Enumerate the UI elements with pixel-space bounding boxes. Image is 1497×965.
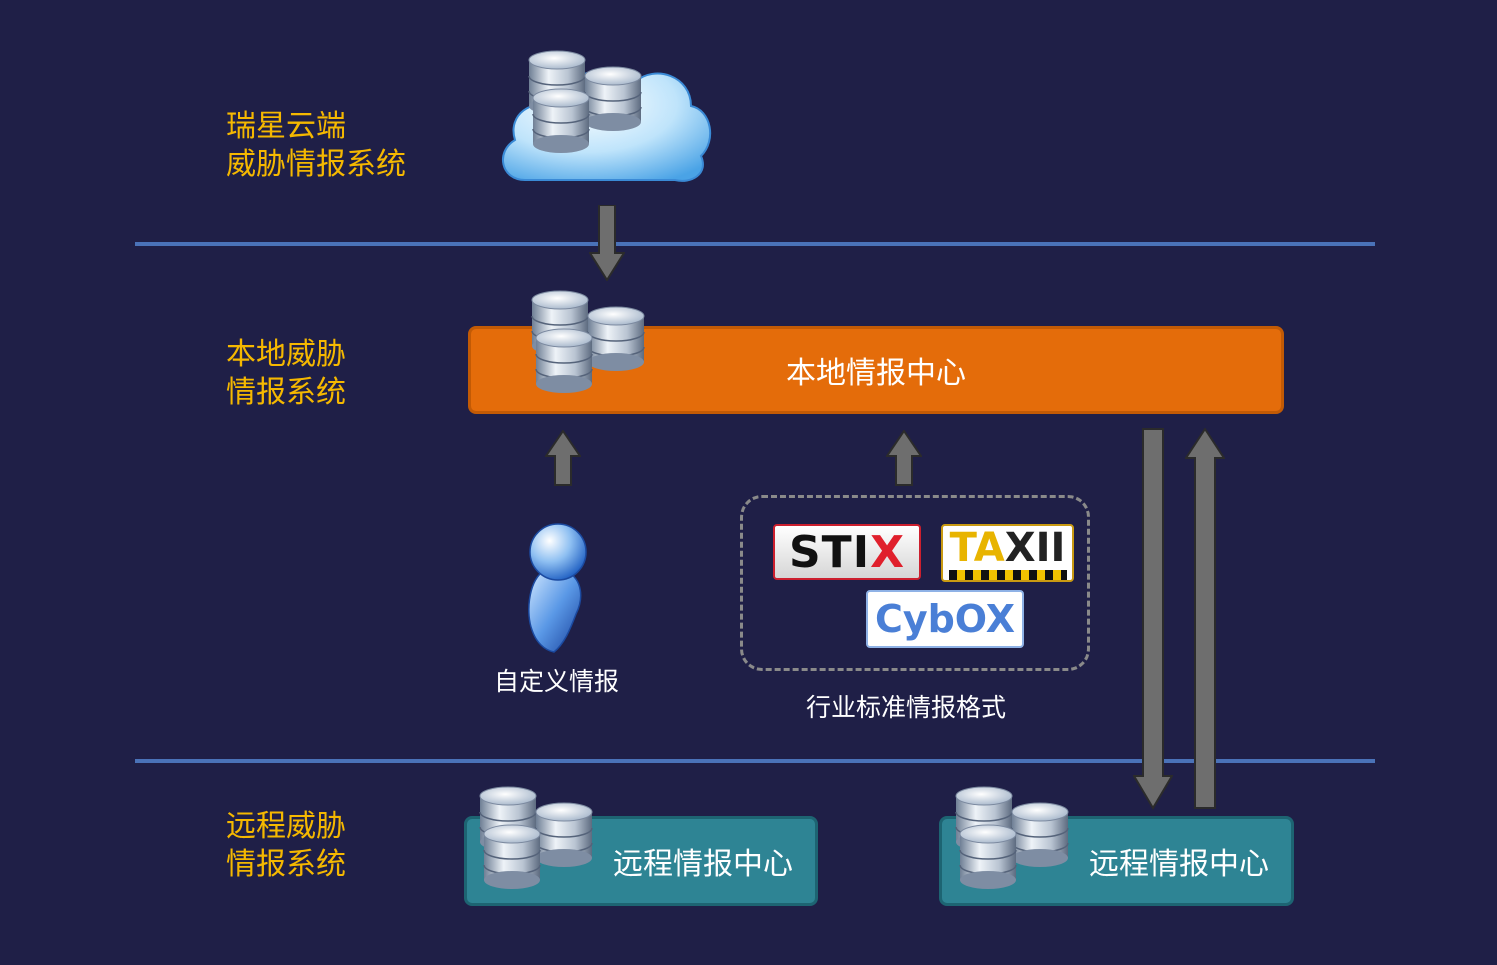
standards-label: 行业标准情报格式 bbox=[806, 693, 1007, 722]
section-label-remote-line1: 远程威胁 bbox=[226, 809, 346, 844]
section-label-remote: 远程威胁 情报系统 bbox=[226, 808, 346, 884]
remote-intel-hub: 远程情报中心 bbox=[464, 816, 818, 906]
section-label-cloud: 瑞星云端 威胁情报系统 bbox=[226, 108, 406, 184]
remote-intel-hub-label: 远程情报中心 bbox=[1089, 847, 1269, 882]
cybox-logo: CybOX bbox=[866, 590, 1024, 648]
database-icon bbox=[954, 786, 1084, 901]
divider-top bbox=[135, 242, 1375, 246]
up-arrow-icon bbox=[1185, 428, 1225, 809]
section-label-local-line1: 本地威胁 bbox=[226, 337, 346, 372]
database-icon bbox=[478, 786, 608, 901]
divider-bottom bbox=[135, 759, 1375, 763]
section-label-remote-line2: 情报系统 bbox=[226, 847, 346, 882]
section-label-local-line2: 情报系统 bbox=[226, 375, 346, 410]
stix-logo-text: STIX bbox=[788, 526, 905, 578]
down-arrow-icon bbox=[1133, 428, 1173, 810]
cybox-logo-text: CybOX bbox=[874, 597, 1016, 641]
remote-intel-hub-label: 远程情报中心 bbox=[613, 847, 793, 882]
up-arrow-icon bbox=[545, 430, 581, 486]
section-label-cloud-line1: 瑞星云端 bbox=[226, 109, 346, 144]
up-arrow-icon bbox=[886, 430, 922, 486]
cloud-database-icon bbox=[502, 48, 711, 182]
down-arrow-icon bbox=[589, 205, 625, 281]
stix-logo: STIX bbox=[773, 524, 921, 580]
taxii-logo-text: TAXII bbox=[949, 525, 1066, 571]
standards-box bbox=[740, 495, 1090, 671]
section-label-local: 本地威胁 情报系统 bbox=[226, 336, 346, 412]
taxii-logo: TAXII bbox=[941, 524, 1074, 582]
database-icon bbox=[528, 290, 658, 405]
person-icon bbox=[528, 523, 587, 653]
custom-intel-label: 自定义情报 bbox=[494, 667, 620, 696]
taxii-checker-stripe bbox=[948, 570, 1067, 580]
section-label-cloud-line2: 威胁情报系统 bbox=[226, 147, 406, 182]
local-intel-hub-label: 本地情报中心 bbox=[786, 356, 966, 391]
